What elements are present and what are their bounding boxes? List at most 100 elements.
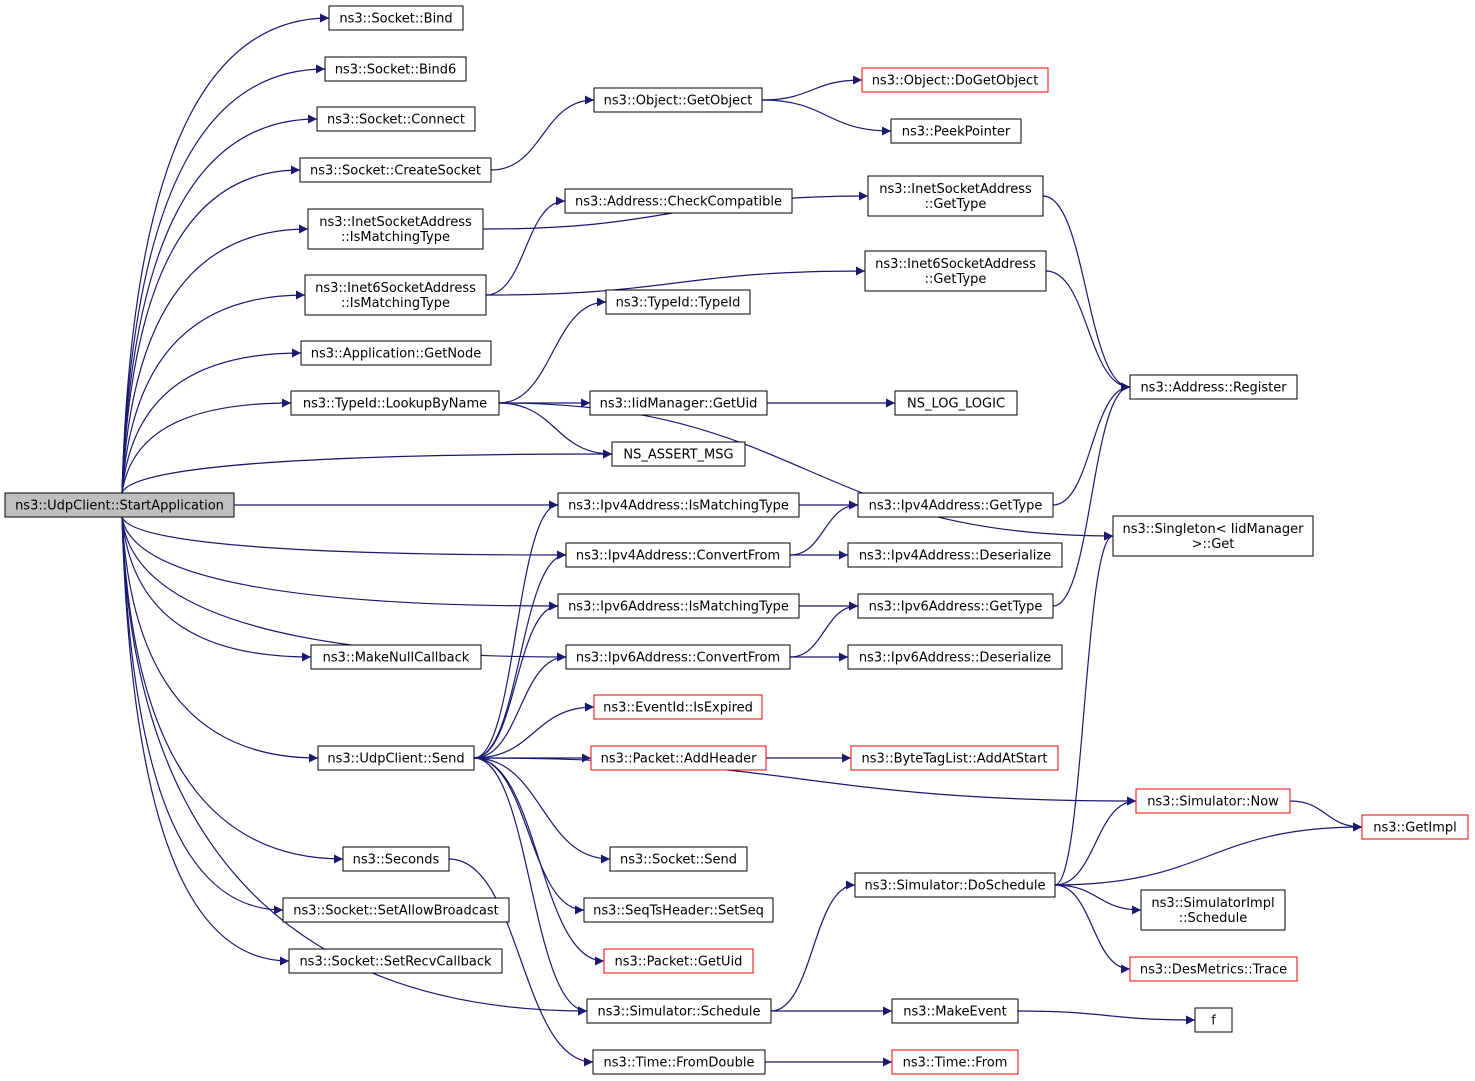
- node-box: [890, 118, 1022, 144]
- node-box: [857, 593, 1054, 619]
- node-label: ns3::EventId::IsExpired: [603, 701, 753, 716]
- edges-layer: [121, 13, 1363, 1067]
- edge-line: [761, 99, 892, 136]
- edge-line: [490, 95, 595, 171]
- node-label: NS_LOG_LOGIC: [907, 397, 1005, 412]
- node-lookup[interactable]: ns3::TypeId::LookupByName: [290, 390, 500, 416]
- node-simnow[interactable]: ns3::Simulator::Now: [1135, 788, 1291, 814]
- edge-line: [121, 516, 559, 611]
- node-createsocket[interactable]: ns3::Socket::CreateSocket: [299, 157, 492, 183]
- node-box: [850, 745, 1059, 771]
- node-ipv4match[interactable]: ns3::Ipv4Address::IsMatchingType: [557, 492, 800, 518]
- node-ipv4gettype[interactable]: ns3::Ipv4Address::GetType: [857, 492, 1054, 518]
- node-makeevent[interactable]: ns3::MakeEvent: [891, 998, 1019, 1024]
- node-register[interactable]: ns3::Address::Register: [1129, 374, 1298, 400]
- node-checkcompat[interactable]: ns3::Address::CheckCompatible: [564, 188, 793, 214]
- node-box: [565, 542, 791, 568]
- node-ipv6conv[interactable]: ns3::Ipv6Address::ConvertFrom: [565, 644, 791, 670]
- edge-line: [1052, 382, 1131, 607]
- node-f[interactable]: f: [1194, 1007, 1233, 1033]
- node-getobject[interactable]: ns3::Object::GetObject: [593, 87, 763, 113]
- node-inetgettype[interactable]: ns3::InetSocketAddress::GetType: [867, 175, 1044, 217]
- edge-line: [121, 449, 613, 494]
- node-seconds[interactable]: ns3::Seconds: [342, 846, 450, 872]
- edge-start-to-bind: [121, 13, 330, 494]
- node-start[interactable]: ns3::UdpClient::StartApplication: [4, 492, 235, 518]
- node-ipv6gettype[interactable]: ns3::Ipv6Address::GetType: [857, 593, 1054, 619]
- node-iidgetuid[interactable]: ns3::IidManager::GetUid: [589, 390, 768, 416]
- node-ipv4conv[interactable]: ns3::Ipv4Address::ConvertFrom: [565, 542, 791, 568]
- edge-start-to-send: [121, 516, 319, 763]
- node-connect[interactable]: ns3::Socket::Connect: [316, 106, 476, 132]
- edge-doschedule-to-getimpl: [1054, 822, 1363, 886]
- edge-line: [121, 64, 326, 494]
- node-assertmsg[interactable]: NS_ASSERT_MSG: [611, 441, 746, 467]
- edge-line: [789, 601, 859, 658]
- node-label: ns3::Packet::GetUid: [615, 955, 743, 970]
- node-label: ns3::Application::GetNode: [311, 347, 482, 362]
- node-ipv6match[interactable]: ns3::Ipv6Address::IsMatchingType: [557, 593, 800, 619]
- edge-makeevent-to-f: [1017, 1010, 1196, 1025]
- node-box: [583, 897, 774, 923]
- edge-line: [1054, 884, 1142, 915]
- node-ipv6deser[interactable]: ns3::Ipv6Address::Deserialize: [847, 644, 1063, 670]
- node-isexpired[interactable]: ns3::EventId::IsExpired: [593, 694, 763, 720]
- node-addheader[interactable]: ns3::Packet::AddHeader: [590, 745, 767, 771]
- node-ipv4deser[interactable]: ns3::Ipv4Address::Deserialize: [847, 542, 1063, 568]
- node-label: ns3::Time::From: [903, 1056, 1008, 1071]
- edge-line: [1045, 270, 1131, 392]
- node-socksend[interactable]: ns3::Socket::Send: [609, 846, 748, 872]
- node-dogetobject[interactable]: ns3::Object::DoGetObject: [861, 67, 1049, 93]
- node-label: ns3::PeekPointer: [902, 125, 1011, 140]
- edge-line: [448, 858, 594, 1067]
- node-timefrom[interactable]: ns3::Time::From: [891, 1049, 1019, 1075]
- node-makenull[interactable]: ns3::MakeNullCallback: [310, 644, 482, 670]
- node-box: [299, 157, 492, 183]
- node-box: [288, 948, 503, 974]
- node-schedule[interactable]: ns3::Simulator::Schedule: [586, 998, 772, 1024]
- node-send[interactable]: ns3::UdpClient::Send: [317, 745, 475, 771]
- edge-inetgettype-to-register: [1042, 195, 1131, 392]
- node-label: ns3::Time::FromDouble: [604, 1056, 755, 1071]
- node-peekpointer[interactable]: ns3::PeekPointer: [890, 118, 1022, 144]
- node-label: ns3::Ipv4Address::Deserialize: [859, 549, 1051, 564]
- edge-line: [473, 757, 605, 966]
- node-bind[interactable]: ns3::Socket::Bind: [328, 5, 464, 31]
- node-label: ns3::Socket::Send: [620, 853, 737, 868]
- node-box: [300, 340, 492, 366]
- node-getuid[interactable]: ns3::Packet::GetUid: [603, 948, 754, 974]
- node-setrecv[interactable]: ns3::Socket::SetRecvCallback: [288, 948, 503, 974]
- edge-start-to-setrecv: [121, 516, 290, 966]
- node-typeidctor[interactable]: ns3::TypeId::TypeId: [605, 289, 751, 315]
- node-doschedule[interactable]: ns3::Simulator::DoSchedule: [854, 872, 1056, 898]
- node-inetmatch[interactable]: ns3::InetSocketAddress::IsMatchingType: [307, 208, 484, 250]
- node-label: ns3::InetSocketAddress: [879, 182, 1032, 197]
- node-singleton[interactable]: ns3::Singleton< IidManager>::Get: [1112, 515, 1314, 557]
- node-label: ns3::Packet::AddHeader: [601, 752, 757, 767]
- node-bind6[interactable]: ns3::Socket::Bind6: [324, 56, 467, 82]
- node-setbroadcast[interactable]: ns3::Socket::SetAllowBroadcast: [282, 897, 510, 923]
- node-inet6match[interactable]: ns3::Inet6SocketAddress::IsMatchingType: [304, 274, 487, 316]
- node-addatstart[interactable]: ns3::ByteTagList::AddAtStart: [850, 745, 1059, 771]
- edge-line: [121, 398, 292, 494]
- node-box: [1140, 889, 1286, 931]
- node-nslog[interactable]: NS_LOG_LOGIC: [894, 390, 1018, 416]
- node-simimplsched[interactable]: ns3::SimulatorImpl::Schedule: [1140, 889, 1286, 931]
- node-setseq[interactable]: ns3::SeqTsHeader::SetSeq: [583, 897, 774, 923]
- edge-start-to-ipv6match: [121, 516, 559, 611]
- node-getimpl[interactable]: ns3::GetImpl: [1361, 814, 1469, 840]
- edge-doschedule-to-desmetrics: [1054, 884, 1131, 974]
- node-box: [557, 492, 800, 518]
- node-desmetrics[interactable]: ns3::DesMetrics::Trace: [1129, 956, 1298, 982]
- edge-send-to-schedule: [473, 757, 588, 1016]
- node-box: [342, 846, 450, 872]
- node-label: ns3::UdpClient::StartApplication: [15, 499, 224, 514]
- node-fromdouble[interactable]: ns3::Time::FromDouble: [592, 1049, 766, 1075]
- node-box: [304, 274, 487, 316]
- node-label: ::GetType: [925, 197, 987, 212]
- node-inet6gettype[interactable]: ns3::Inet6SocketAddress::GetType: [864, 250, 1047, 292]
- node-label: ns3::Object::GetObject: [604, 94, 753, 109]
- node-box: [557, 593, 800, 619]
- node-getnode[interactable]: ns3::Application::GetNode: [300, 340, 492, 366]
- edge-line: [473, 500, 559, 759]
